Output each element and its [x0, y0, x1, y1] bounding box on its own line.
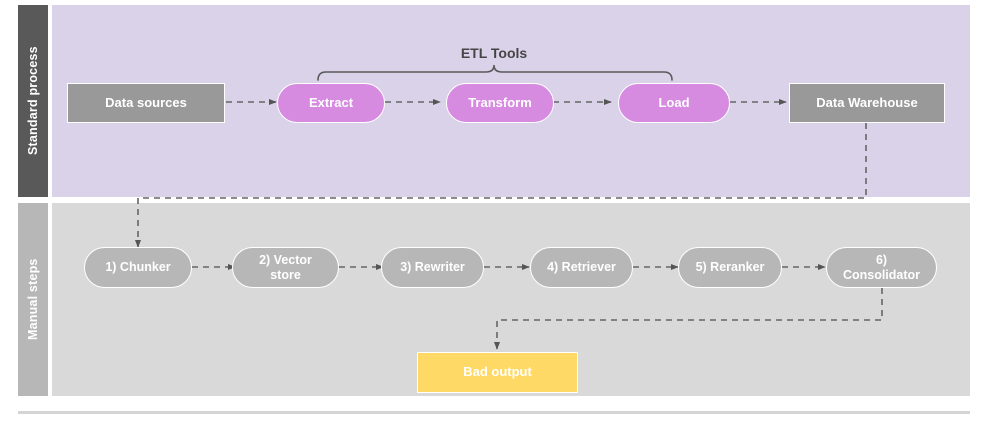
node-data-sources[interactable]: Data sources	[67, 83, 225, 123]
node-data-warehouse[interactable]: Data Warehouse	[789, 83, 945, 123]
node-reranker[interactable]: 5) Reranker	[678, 247, 782, 288]
node-extract[interactable]: Extract	[277, 83, 385, 123]
swimlane-header-manual-steps: Manual steps	[18, 203, 48, 396]
node-rewriter[interactable]: 3) Rewriter	[381, 247, 484, 288]
node-chunker[interactable]: 1) Chunker	[84, 247, 192, 288]
node-transform[interactable]: Transform	[446, 83, 554, 123]
node-bad-output[interactable]: Bad output	[417, 352, 578, 393]
bottom-divider	[18, 411, 970, 414]
swimlane-header-standard-process: Standard process	[18, 5, 48, 197]
node-retriever[interactable]: 4) Retriever	[530, 247, 633, 288]
etl-tools-label: ETL Tools	[460, 45, 528, 61]
node-consolidator[interactable]: 6)Consolidator	[826, 247, 937, 288]
node-load[interactable]: Load	[618, 83, 730, 123]
